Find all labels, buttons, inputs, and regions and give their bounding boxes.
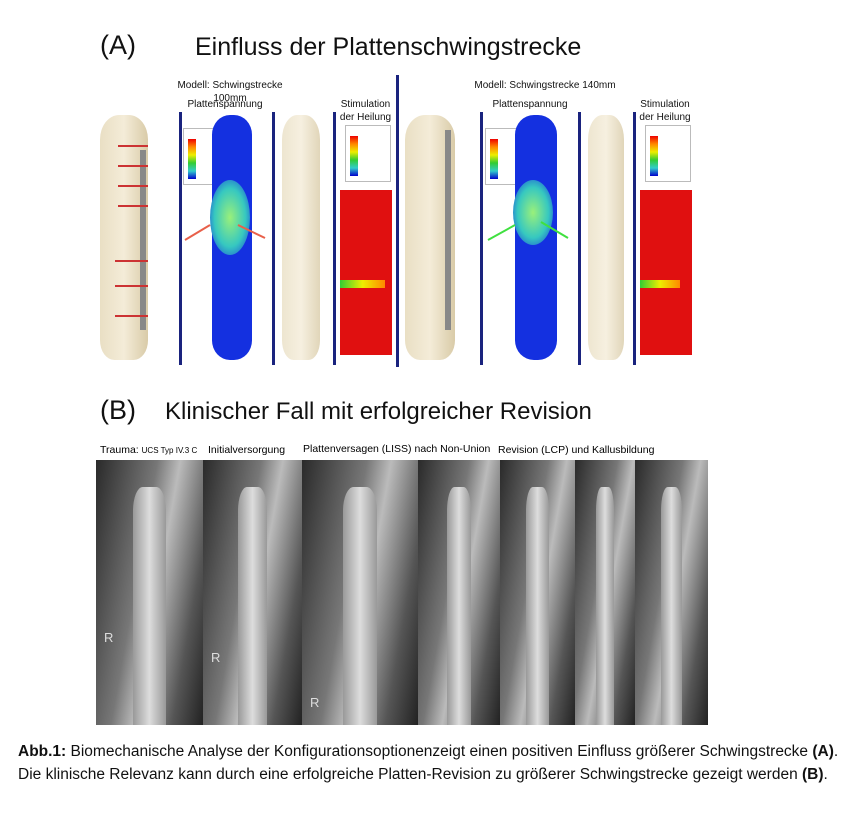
xray-trauma: R <box>96 460 203 725</box>
divider <box>333 112 336 365</box>
divider <box>480 112 483 365</box>
side-marker: R <box>310 695 320 710</box>
trauma-label: Trauma: <box>100 444 139 456</box>
screw <box>118 185 148 187</box>
plate-left <box>140 150 146 330</box>
arrows-right <box>487 221 569 241</box>
femur-model-right-2 <box>588 115 624 360</box>
femur-model-left-2 <box>282 115 320 360</box>
strain-legend <box>645 125 691 182</box>
caption-text: . Die klinische Relevanz kann durch eine… <box>18 743 839 783</box>
model-label-140: Modell: Schwingstrecke 140mm <box>474 80 616 91</box>
screw <box>118 205 148 207</box>
screw <box>115 285 148 287</box>
caption-text: . <box>823 766 828 783</box>
healing-zone <box>340 280 385 288</box>
initial-label: Initialversorgung <box>208 444 286 456</box>
screw <box>118 145 148 147</box>
healing-model-left <box>340 190 392 355</box>
caption-ref-b: (B) <box>802 766 824 783</box>
part-b-title: Klinischer Fall mit erfolgreicher Revisi… <box>165 398 592 425</box>
xray-revision-2 <box>575 460 635 725</box>
stim-label-right-1: Stimulation <box>640 99 690 110</box>
failure-label: Plattenversagen (LISS) nach Non-Union <box>303 443 491 455</box>
model-label-100: Modell: Schwingstrecke 100mm <box>177 80 283 104</box>
side-marker: R <box>104 630 114 645</box>
xray-revision <box>500 460 575 725</box>
stim-label-right-2: der Heilung <box>639 112 691 123</box>
divider <box>633 112 636 365</box>
figure-caption: Abb.1: Biomechanische Analyse der Konfig… <box>18 740 858 786</box>
side-marker: R <box>211 650 221 665</box>
part-b-label: (B) <box>100 395 136 425</box>
screw <box>118 165 148 167</box>
plate-right <box>445 130 451 330</box>
stress-hotspot <box>210 180 250 255</box>
caption-ref-a: (A) <box>812 743 834 760</box>
caption-text: Biomechanische Analyse der Konfiguration… <box>66 743 813 760</box>
part-a-label: (A) <box>100 30 136 60</box>
strain-legend <box>345 125 391 182</box>
xray-initial: R <box>203 460 302 725</box>
stress-label-right: Plattenspannung <box>492 99 568 110</box>
stress-hotspot <box>513 180 553 245</box>
divider <box>179 112 182 365</box>
xray-callus <box>635 460 708 725</box>
healing-zone <box>640 280 680 288</box>
stim-label-left-1: Stimulation <box>340 99 391 110</box>
xray-plate-failure: R <box>302 460 418 725</box>
divider <box>272 112 275 365</box>
stress-label-left: Plattenspannung <box>187 99 263 110</box>
healing-model-right <box>640 190 692 355</box>
xray-failure-2 <box>418 460 500 725</box>
trauma-classification: UCS Typ IV.3 C <box>141 446 198 455</box>
stim-label-left-2: der Heilung <box>339 112 392 123</box>
main-divider <box>396 75 399 367</box>
screw <box>115 315 148 317</box>
caption-label: Abb.1: <box>18 743 67 760</box>
screw <box>115 260 148 262</box>
arrows-left <box>184 224 266 241</box>
part-a-title: Einfluss der Plattenschwingstrecke <box>195 33 582 61</box>
revision-label: Revision (LCP) und Kallusbildung <box>498 444 655 456</box>
divider <box>578 112 581 365</box>
